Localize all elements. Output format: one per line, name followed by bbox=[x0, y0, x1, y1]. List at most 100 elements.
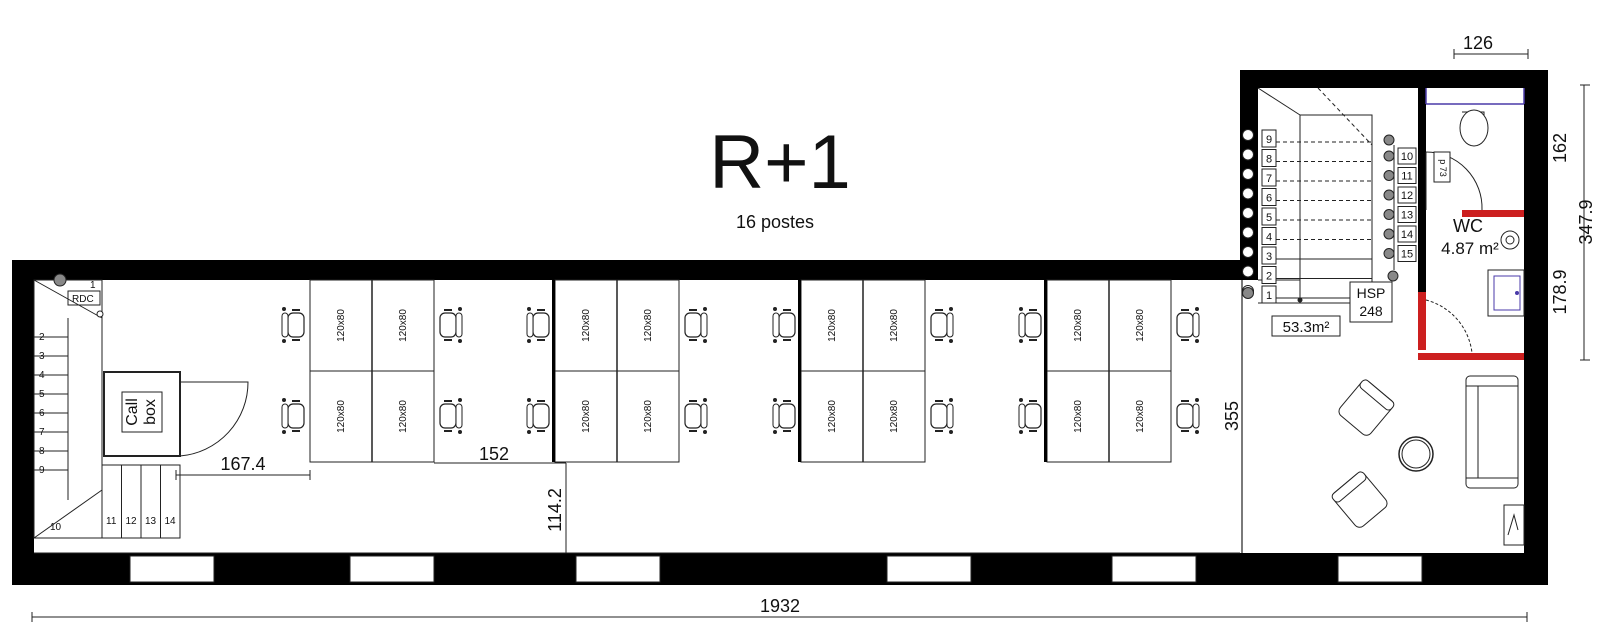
window bbox=[1337, 555, 1423, 583]
stair-step-number: 4 bbox=[1266, 232, 1272, 244]
desk bbox=[309, 370, 373, 463]
dim-top-width: 126 bbox=[1463, 33, 1493, 53]
stair-step-number: 9 bbox=[39, 465, 45, 476]
p73-label: p 73 bbox=[1438, 159, 1448, 177]
floor-title: R+1 bbox=[709, 120, 851, 205]
stair-step-number: 15 bbox=[1401, 249, 1413, 261]
interior-partitions bbox=[34, 280, 1243, 554]
lounge-furniture bbox=[1331, 375, 1525, 546]
desk bbox=[1108, 279, 1172, 372]
desk-size-label: 120x80 bbox=[1073, 400, 1084, 433]
rdc-label: RDC bbox=[72, 294, 94, 305]
stair-step-number: 14 bbox=[165, 516, 177, 527]
hsp-label: HSP bbox=[1357, 285, 1386, 301]
desk-size-label: 120x80 bbox=[827, 400, 838, 433]
wall-right bbox=[1524, 70, 1548, 585]
desk bbox=[309, 279, 373, 372]
exterior-walls bbox=[12, 70, 1548, 585]
desk bbox=[800, 370, 864, 463]
dim-total-length: 1932 bbox=[760, 596, 800, 616]
dim-height-355: 355 bbox=[1222, 401, 1242, 431]
dimension-labels: 1932 126 162 347.9 178.9 355 167.4 152 1… bbox=[220, 33, 1596, 616]
stair-step-number: 12 bbox=[126, 516, 138, 527]
dim-right-162: 162 bbox=[1550, 133, 1570, 163]
desk-cluster: 120x80 120x80 120x80 120x80 bbox=[1018, 279, 1200, 463]
desk bbox=[862, 370, 926, 463]
stair-step-number: 10 bbox=[50, 522, 62, 533]
desk bbox=[554, 279, 618, 372]
desk-cluster: 120x80 120x80 120x80 120x80 bbox=[281, 279, 463, 463]
office-chair bbox=[772, 398, 796, 434]
wc-room: p 73 WC 4.87 m² bbox=[1418, 88, 1525, 360]
office-chair bbox=[684, 307, 708, 343]
desk-size-label: 120x80 bbox=[889, 400, 900, 433]
stair-step-number: 6 bbox=[1266, 193, 1272, 205]
stair-step-number: 1 bbox=[1266, 290, 1272, 302]
stair-step-number: 5 bbox=[1266, 212, 1272, 224]
desk-size-label: 120x80 bbox=[581, 400, 592, 433]
office-chair bbox=[526, 398, 550, 434]
office-chair bbox=[439, 307, 463, 343]
stair-step-number: 13 bbox=[145, 516, 157, 527]
stair-step-number: 7 bbox=[1266, 173, 1272, 185]
desk bbox=[371, 370, 435, 463]
desk-size-label: 120x80 bbox=[1073, 309, 1084, 342]
window bbox=[1111, 555, 1197, 583]
office-chair bbox=[930, 398, 954, 434]
window bbox=[349, 555, 435, 583]
stair-step-number: 2 bbox=[39, 332, 45, 343]
office-chair bbox=[1018, 398, 1042, 434]
windows bbox=[129, 555, 1423, 583]
stair-step-number: 9 bbox=[1266, 134, 1272, 146]
stair-step-number: 1 bbox=[90, 280, 96, 291]
office-chair bbox=[1176, 398, 1200, 434]
stair-step-number: 3 bbox=[1266, 251, 1272, 263]
office-chair bbox=[930, 307, 954, 343]
area-labels: 53.3m² HSP 248 bbox=[1271, 281, 1393, 337]
desk-cluster: 120x80 120x80 120x80 120x80 bbox=[772, 279, 954, 463]
desk-size-label: 120x80 bbox=[1135, 309, 1146, 342]
office-chair bbox=[772, 307, 796, 343]
window bbox=[129, 555, 215, 583]
dim-114: 114.2 bbox=[545, 488, 565, 532]
stair-step-number: 13 bbox=[1401, 210, 1413, 222]
desk-size-label: 120x80 bbox=[336, 309, 347, 342]
desk-size-label: 120x80 bbox=[398, 309, 409, 342]
desk-size-label: 120x80 bbox=[336, 400, 347, 433]
hsp-value: 248 bbox=[1359, 303, 1383, 319]
stair-step-number: 6 bbox=[39, 408, 45, 419]
call-box: Call box bbox=[103, 371, 249, 457]
workstation-count: 16 postes bbox=[736, 212, 814, 232]
desk-size-label: 120x80 bbox=[1135, 400, 1146, 433]
desk-size-label: 120x80 bbox=[889, 309, 900, 342]
stair-step-number: 12 bbox=[1401, 190, 1413, 202]
office-chair bbox=[1018, 307, 1042, 343]
office-chair bbox=[281, 307, 305, 343]
wall-bottom bbox=[12, 553, 1548, 585]
stair-step-number: 3 bbox=[39, 351, 45, 362]
dim-167: 167.4 bbox=[220, 454, 265, 474]
desk bbox=[1108, 370, 1172, 463]
desk-size-label: 120x80 bbox=[398, 400, 409, 433]
desk bbox=[862, 279, 926, 372]
stair-step-number: 11 bbox=[106, 516, 117, 527]
window bbox=[575, 555, 661, 583]
wall-left bbox=[12, 260, 34, 585]
office-chair bbox=[281, 398, 305, 434]
callbox-label-2: box bbox=[142, 399, 159, 425]
office-chair bbox=[526, 307, 550, 343]
landing-area: 53.3m² bbox=[1283, 319, 1330, 336]
desk-size-label: 120x80 bbox=[827, 309, 838, 342]
callbox-label-1: Call bbox=[124, 398, 141, 426]
dim-right-347: 347.9 bbox=[1576, 199, 1596, 244]
stair-step-number: 14 bbox=[1401, 229, 1413, 241]
stair-step-number: 10 bbox=[1401, 151, 1413, 163]
wall-top-annex bbox=[1240, 70, 1548, 88]
dim-152: 152 bbox=[479, 444, 509, 464]
desk bbox=[616, 370, 680, 463]
dim-right-178: 178.9 bbox=[1550, 269, 1570, 314]
dimension-lines bbox=[31, 49, 1590, 622]
desk bbox=[371, 279, 435, 372]
